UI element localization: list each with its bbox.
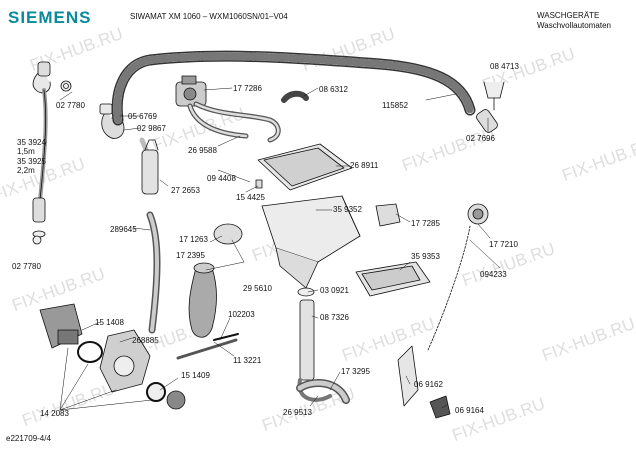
- pump-filter-part: [146, 382, 186, 410]
- pipe-clip-part: [176, 333, 239, 360]
- model-line: SIWAMAT XM 1060 – WXM1060SN/01–V04: [130, 12, 288, 21]
- drain-hose-part: [32, 61, 51, 238]
- leader-lines: [43, 87, 501, 411]
- part-label: 17 2395: [176, 251, 205, 260]
- part-label: 11 3221: [233, 356, 262, 365]
- diagram-id: e221709-4/4: [6, 434, 51, 443]
- long-hose-part: [146, 211, 161, 334]
- category-line-2: Waschvollautomaten: [537, 21, 611, 30]
- brand-logo: SIEMENS: [8, 8, 92, 27]
- category-line-1: WASCHGERÄTE: [537, 11, 600, 20]
- part-label: 05 6769: [128, 112, 157, 121]
- level-tube-part: [139, 137, 159, 195]
- dispenser-housing-part: [261, 195, 361, 289]
- part-label: 268885: [132, 336, 159, 345]
- pressure-switch-part: [427, 203, 489, 351]
- part-label: 15 1408: [95, 318, 124, 327]
- part-label: 03 0921: [320, 286, 349, 295]
- pump-motor-part: [39, 303, 83, 349]
- part-label: 17 7210: [489, 240, 518, 249]
- part-label: 1,5m: [17, 147, 35, 156]
- elbow-pipe-part: [296, 379, 350, 404]
- part-label: 26 9588: [188, 146, 217, 155]
- part-label: 35 3925: [17, 157, 46, 166]
- pump-housing-part: [99, 329, 151, 393]
- part-label: 08 7326: [320, 313, 349, 322]
- part-label: 102203: [228, 310, 255, 319]
- washer-ring-part: [32, 235, 42, 245]
- part-label: 29 5610: [243, 284, 272, 293]
- part-label: 115852: [382, 101, 409, 110]
- part-label: 09 4408: [207, 174, 236, 183]
- knob-part: [429, 395, 451, 419]
- corrugated-fill-hose-part: [111, 50, 476, 126]
- part-label: 27 2653: [171, 186, 200, 195]
- pump-seal-ring-part: [77, 341, 103, 363]
- hose-clamp-part: [60, 80, 72, 92]
- part-label: 17 7285: [411, 219, 440, 228]
- dispenser-cover-part: [257, 143, 353, 191]
- part-label: 17 3295: [341, 367, 370, 376]
- small-clip-part: [255, 179, 263, 189]
- part-label: 02 7780: [12, 262, 41, 271]
- part-label: 2,2m: [17, 166, 35, 175]
- part-label: 289645: [110, 225, 137, 234]
- part-label: 26 8911: [350, 161, 379, 170]
- y-connector-part: [483, 81, 505, 111]
- part-label: 35 9352: [333, 205, 362, 214]
- part-label: 35 3924: [17, 138, 46, 147]
- part-label: 02 7696: [466, 134, 495, 143]
- part-label: 17 7286: [233, 84, 262, 93]
- valve-hoses-part: [187, 101, 281, 143]
- detergent-drawer-part: [355, 261, 431, 297]
- bracket-part: [397, 345, 419, 407]
- part-label: 14 2083: [40, 409, 69, 418]
- hose-end-fitting-part: [476, 109, 498, 133]
- part-label: 26 9513: [283, 408, 312, 417]
- inlet-valve-part: [175, 75, 207, 107]
- part-label: 15 1409: [181, 371, 210, 380]
- part-label: 094233: [480, 270, 507, 279]
- part-label: 02 7780: [56, 101, 85, 110]
- part-label: 17 1263: [179, 235, 208, 244]
- dispenser-hinge-part: [375, 203, 401, 227]
- part-label: 06 9162: [414, 380, 443, 389]
- bellows-part: [188, 223, 243, 338]
- part-label: 08 6312: [319, 85, 348, 94]
- part-label: 02 9867: [137, 124, 166, 133]
- part-label: 06 9164: [455, 406, 484, 415]
- hose-bend-part: [281, 90, 309, 103]
- part-label: 08 4713: [490, 62, 519, 71]
- part-label: 15 4425: [236, 193, 265, 202]
- part-label: 35 9353: [411, 252, 440, 261]
